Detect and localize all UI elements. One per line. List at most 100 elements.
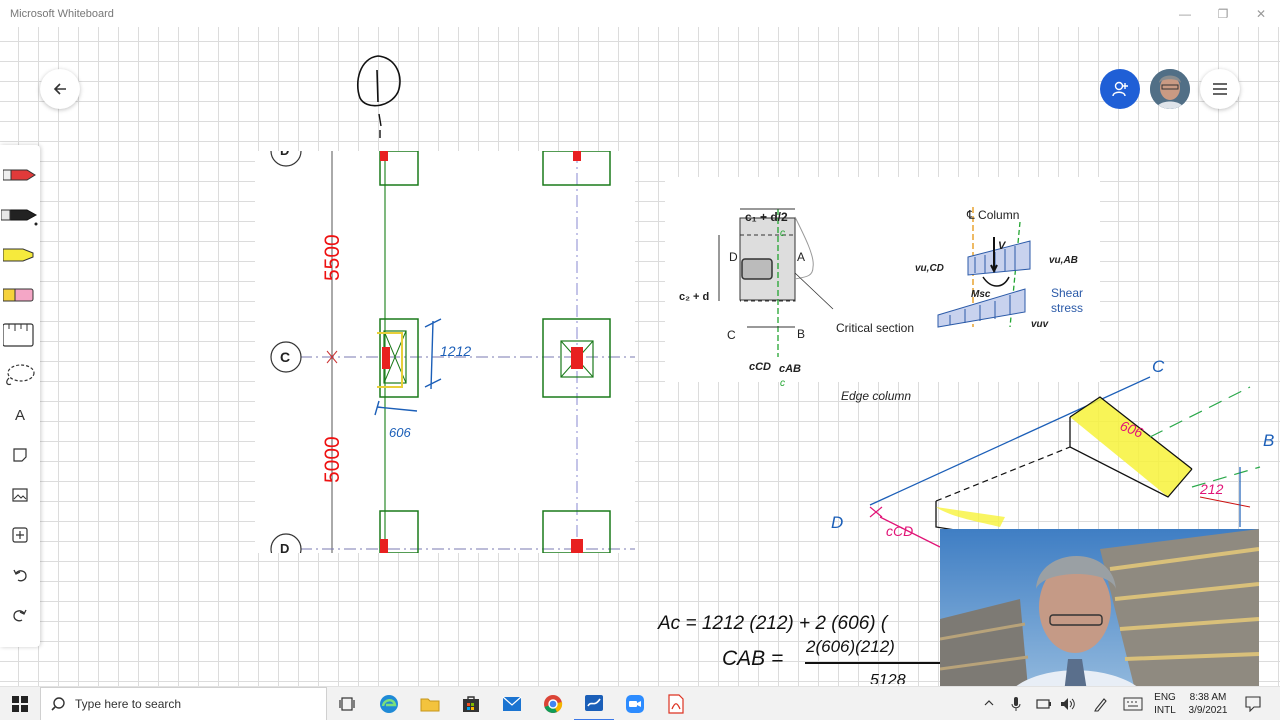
taskbar: Type here to search ENG INTL 8:38 AM 3/9… [0, 686, 1280, 720]
person-add-icon [1112, 81, 1128, 97]
centerline-c-bottom: c [780, 378, 785, 389]
grid-bubble-label-bottom: D [280, 541, 290, 553]
critical-section-label: Critical section [836, 321, 915, 335]
text-tool[interactable]: A [0, 395, 40, 435]
label-vu-ab: vu,AB [1049, 255, 1078, 266]
language-indicator[interactable]: ENG INTL [1150, 691, 1180, 717]
volume-icon[interactable] [1060, 697, 1076, 711]
invite-button[interactable] [1100, 69, 1140, 109]
start-button[interactable] [0, 687, 40, 720]
red-pen-icon [3, 169, 36, 181]
column-centerline-label: ℄ Column [967, 208, 1020, 222]
label-v: V [998, 240, 1006, 252]
language-code: ENG [1154, 692, 1176, 703]
ruler-icon [3, 323, 34, 347]
edge-column-diagram [718, 207, 1031, 357]
note-tool[interactable] [0, 435, 40, 475]
mail-icon [502, 696, 522, 711]
corner-label-b: B [797, 327, 806, 341]
red-pen-tool[interactable] [0, 155, 40, 195]
image-tool[interactable] [0, 475, 40, 515]
label-c2-d: c₂ + d [679, 291, 710, 303]
whiteboard-taskbar-button[interactable] [574, 687, 614, 720]
task-view-icon [339, 697, 355, 711]
sketch-label-b: B [1263, 431, 1275, 450]
store-icon [463, 696, 479, 712]
lasso-tool[interactable] [0, 355, 40, 395]
mail-taskbar-button[interactable] [492, 687, 532, 720]
search-placeholder: Type here to search [75, 697, 182, 711]
undo-button[interactable] [0, 555, 40, 595]
corner-label-a: A [797, 250, 806, 264]
file-explorer-icon [420, 698, 440, 712]
label-cab: cAB [779, 363, 802, 375]
sketch-label-212: 212 [1200, 481, 1224, 497]
sketch-label-d: D [831, 513, 844, 532]
clock[interactable]: 8:38 AM 3/9/2021 [1178, 691, 1238, 717]
microphone-icon[interactable] [1011, 696, 1021, 712]
formula-denominator: 5128 [870, 672, 906, 684]
pen-workspace-icon[interactable] [1093, 696, 1109, 712]
edge-taskbar-button[interactable] [369, 687, 409, 720]
edge-column-figure[interactable]: c₁ + d/2 c₂ + d D A C B c c Critical sec… [665, 177, 1100, 403]
handwritten-doodle [356, 55, 401, 138]
formula-fraction-bar [805, 662, 943, 664]
whiteboard-icon [585, 695, 603, 711]
dimension-5500: 5500 [321, 234, 344, 281]
arrow-left-icon [53, 83, 66, 95]
battery-icon[interactable] [1036, 697, 1052, 711]
label-msc: Msc [971, 289, 991, 300]
zoom-taskbar-button[interactable] [615, 687, 655, 720]
acrobat-taskbar-button[interactable] [656, 687, 696, 720]
clock-date: 3/9/2021 [1188, 705, 1228, 716]
handwritten-1212: 1212 [440, 343, 472, 359]
task-view-button[interactable] [327, 687, 367, 720]
shear-stress-label: Shear stress [1051, 286, 1084, 315]
close-button[interactable]: ✕ [1255, 6, 1267, 21]
keyboard-layout: INTL [1154, 705, 1176, 716]
insert-icon [12, 527, 28, 543]
insert-tool[interactable] [0, 515, 40, 555]
eraser-tool[interactable] [0, 275, 40, 315]
chevron-up-icon[interactable] [984, 699, 994, 707]
whiteboard-canvas[interactable]: A [0, 27, 1280, 686]
notifications-icon[interactable] [1245, 696, 1261, 712]
taskbar-search-box[interactable]: Type here to search [40, 687, 327, 720]
centerline-c-top: c [780, 228, 785, 239]
back-button[interactable] [40, 69, 80, 109]
figure-caption: Edge column [841, 389, 912, 403]
clock-time: 8:38 AM [1189, 692, 1227, 703]
highlighter-tool[interactable] [0, 235, 40, 275]
lasso-icon [6, 364, 35, 386]
search-icon [51, 697, 65, 711]
formula-cab-left: CAB = [722, 647, 784, 670]
black-pen-icon [1, 209, 38, 226]
grid-bubble-label-c: C [280, 349, 291, 365]
webcam-video [940, 529, 1259, 686]
menu-button[interactable] [1200, 69, 1240, 109]
corner-label-c: C [727, 328, 736, 342]
text-icon: A [14, 406, 25, 424]
black-pen-tool[interactable] [0, 195, 40, 235]
sketch-label-ccd: cCD [886, 523, 914, 539]
undo-icon [13, 569, 27, 582]
redo-button[interactable] [0, 595, 40, 635]
dimension-5000: 5000 [321, 436, 344, 483]
file-explorer-taskbar-button[interactable] [410, 687, 450, 720]
chrome-taskbar-button[interactable] [533, 687, 573, 720]
keyboard-icon[interactable] [1123, 697, 1143, 711]
formula-ac: Ac = 1212 (212) + 2 (606) ( [658, 613, 888, 634]
chrome-icon [544, 695, 563, 713]
ruler-tool[interactable] [0, 315, 40, 355]
zoom-icon [626, 695, 644, 713]
handwritten-606: 606 [389, 425, 411, 440]
maximize-button[interactable]: ❐ [1217, 6, 1229, 21]
store-taskbar-button[interactable] [451, 687, 491, 720]
eraser-icon [3, 288, 34, 302]
avatar[interactable] [1150, 69, 1190, 109]
structural-plan-image[interactable]: 5500 5000 D C D 1212 606 [255, 151, 635, 553]
windows-logo-icon [12, 696, 28, 712]
label-vu-cd: vu,CD [915, 263, 944, 274]
image-icon [12, 488, 28, 502]
minimize-button[interactable]: — [1179, 6, 1191, 21]
